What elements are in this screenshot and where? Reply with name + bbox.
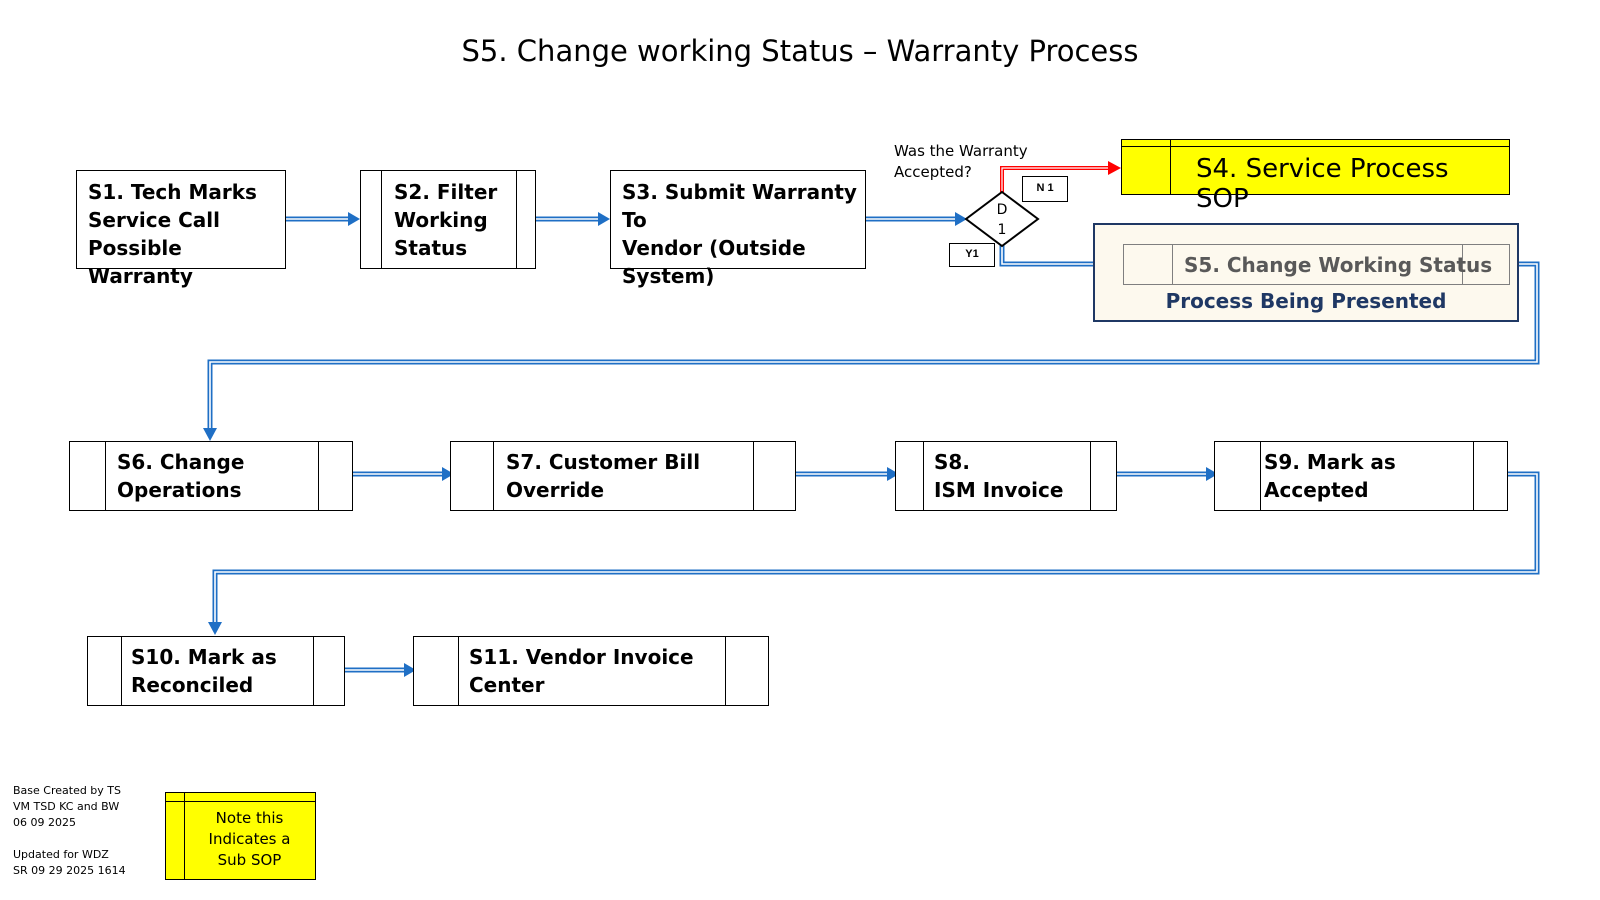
page-title: S5. Change working Status – Warranty Pro…: [461, 34, 1139, 68]
step-s7[interactable]: S7. Customer Bill Override: [450, 441, 796, 511]
step-s10-label: S10. Mark as Reconciled: [131, 645, 277, 697]
arrowhead: [1206, 467, 1218, 481]
arrowhead: [442, 467, 454, 481]
arrowhead: [887, 467, 899, 481]
step-s11[interactable]: S11. Vendor Invoice Center: [413, 636, 769, 706]
step-s7-label: S7. Customer Bill Override: [506, 450, 701, 502]
arrowhead: [1108, 161, 1121, 175]
decision-diamond: [964, 190, 1040, 248]
decision-question: Was the Warranty Accepted?: [894, 142, 1028, 181]
arrowhead: [955, 212, 967, 226]
decision-no-tag: N 1: [1022, 176, 1068, 202]
arrowhead: [598, 212, 610, 226]
legend-sub-sop: Note this Indicates a Sub SOP: [165, 792, 316, 880]
step-s1[interactable]: S1. Tech Marks Service Call Possible War…: [76, 170, 286, 288]
step-s3-label: S3. Submit Warranty To Vendor (Outside S…: [622, 180, 857, 288]
step-s9[interactable]: S9. Mark as Accepted: [1214, 441, 1508, 511]
step-s1-label: S1. Tech Marks Service Call Possible War…: [88, 180, 257, 288]
step-s8-label: S8. ISM Invoice: [934, 450, 1064, 502]
arrowhead: [203, 428, 217, 441]
step-s11-label: S11. Vendor Invoice Center: [469, 645, 694, 697]
step-s5-label: S5. Change Working Status: [1184, 253, 1493, 277]
step-s6[interactable]: S6. Change Operations: [69, 441, 353, 511]
step-s2[interactable]: S2. Filter Working Status: [360, 170, 536, 269]
current-process-caption: Process Being Presented: [1165, 289, 1447, 313]
step-s8[interactable]: S8. ISM Invoice: [895, 441, 1117, 511]
connector-d1-s5: [999, 238, 1105, 267]
credits-note: Base Created by TS VM TSD KC and BW 06 0…: [13, 784, 126, 877]
step-s10[interactable]: S10. Mark as Reconciled: [87, 636, 345, 706]
arrowhead: [348, 212, 360, 226]
current-process-frame: S5. Change Working Status Process Being …: [1093, 223, 1519, 322]
step-s3[interactable]: S3. Submit Warranty To Vendor (Outside S…: [610, 170, 866, 288]
decision-yes-tag: Y1: [949, 243, 995, 267]
decision-label-top: D: [997, 202, 1008, 218]
arrowhead: [404, 663, 416, 677]
step-s6-label: S6. Change Operations: [117, 450, 245, 502]
step-s4-sub-sop[interactable]: S4. Service Process SOP: [1121, 139, 1510, 214]
step-s4-label: S4. Service Process SOP: [1196, 154, 1449, 214]
arrowhead: [208, 622, 222, 635]
decision-label-bottom: 1: [998, 222, 1007, 238]
step-s2-label: S2. Filter Working Status: [394, 180, 498, 260]
step-s5-current[interactable]: S5. Change Working Status: [1123, 244, 1510, 285]
step-s9-label: S9. Mark as Accepted: [1264, 450, 1396, 502]
legend-note-text: Note this Indicates a Sub SOP: [208, 809, 291, 869]
